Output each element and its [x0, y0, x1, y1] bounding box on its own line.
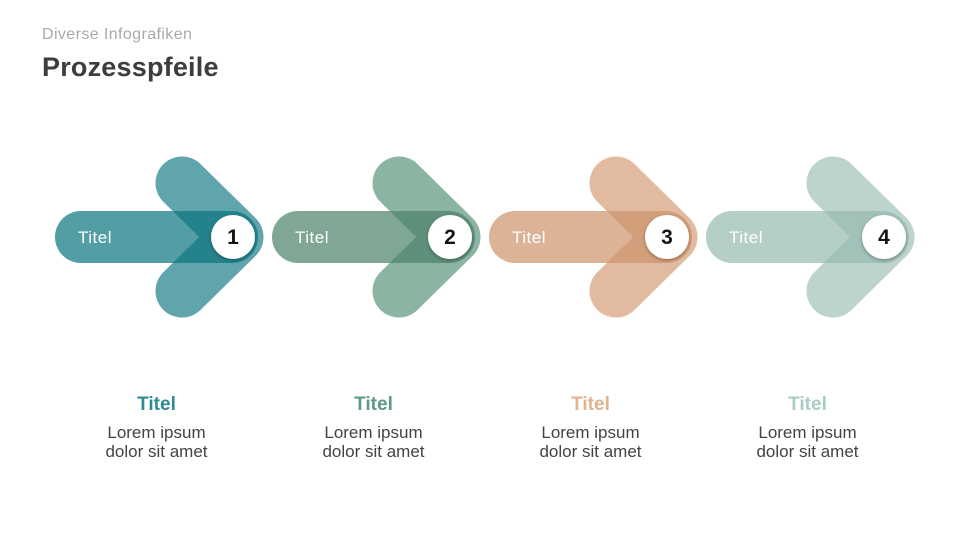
step-number-2: 2: [444, 226, 456, 249]
process-arrow-3: Titel 3: [489, 156, 698, 318]
caption-line: Lorem ipsum: [324, 423, 423, 442]
caption-title-2: Titel: [354, 394, 393, 415]
caption-2: Titel Lorem ipsum dolor sit amet: [268, 394, 479, 461]
caption-line: Lorem ipsum: [541, 423, 640, 442]
process-arrow-1: Titel 1: [55, 156, 264, 318]
step-number-circle-2: [428, 215, 472, 259]
caption-line: dolor sit amet: [539, 442, 642, 461]
arrow-pill-1: [55, 211, 258, 263]
caption-body-4: Lorem ipsum dolor sit amet: [702, 423, 913, 461]
step-number-4: 4: [878, 226, 890, 249]
arrow-pill-2: [272, 211, 475, 263]
arrow-pill-4: [706, 211, 909, 263]
caption-line: dolor sit amet: [105, 442, 208, 461]
step-number-circle-3: [645, 215, 689, 259]
captions-row: Titel Lorem ipsum dolor sit amet Titel L…: [0, 394, 960, 474]
process-arrow-4: Titel 4: [706, 156, 915, 318]
caption-body-1: Lorem ipsum dolor sit amet: [51, 423, 262, 461]
step-number-circle-1: [211, 215, 255, 259]
caption-title-1: Titel: [137, 394, 176, 415]
caption-line: Lorem ipsum: [758, 423, 857, 442]
slide-kicker: Diverse Infografiken: [42, 26, 193, 43]
arrow-pill-3: [489, 211, 692, 263]
caption-3: Titel Lorem ipsum dolor sit amet: [485, 394, 696, 461]
caption-body-3: Lorem ipsum dolor sit amet: [485, 423, 696, 461]
arrow-label-3: Titel: [512, 228, 546, 247]
step-number-circle-4: [862, 215, 906, 259]
step-number-1: 1: [227, 226, 239, 249]
slide-title: Prozesspfeile: [42, 52, 219, 82]
arrow-label-1: Titel: [78, 228, 112, 247]
caption-title-4: Titel: [788, 394, 827, 415]
caption-4: Titel Lorem ipsum dolor sit amet: [702, 394, 913, 461]
caption-title-3: Titel: [571, 394, 610, 415]
arrow-label-4: Titel: [729, 228, 763, 247]
process-arrow-2: Titel 2: [272, 156, 481, 318]
caption-body-2: Lorem ipsum dolor sit amet: [268, 423, 479, 461]
arrow-label-2: Titel: [295, 228, 329, 247]
caption-line: dolor sit amet: [756, 442, 859, 461]
step-number-3: 3: [661, 226, 673, 249]
caption-line: dolor sit amet: [322, 442, 425, 461]
caption-1: Titel Lorem ipsum dolor sit amet: [51, 394, 262, 461]
caption-line: Lorem ipsum: [107, 423, 206, 442]
